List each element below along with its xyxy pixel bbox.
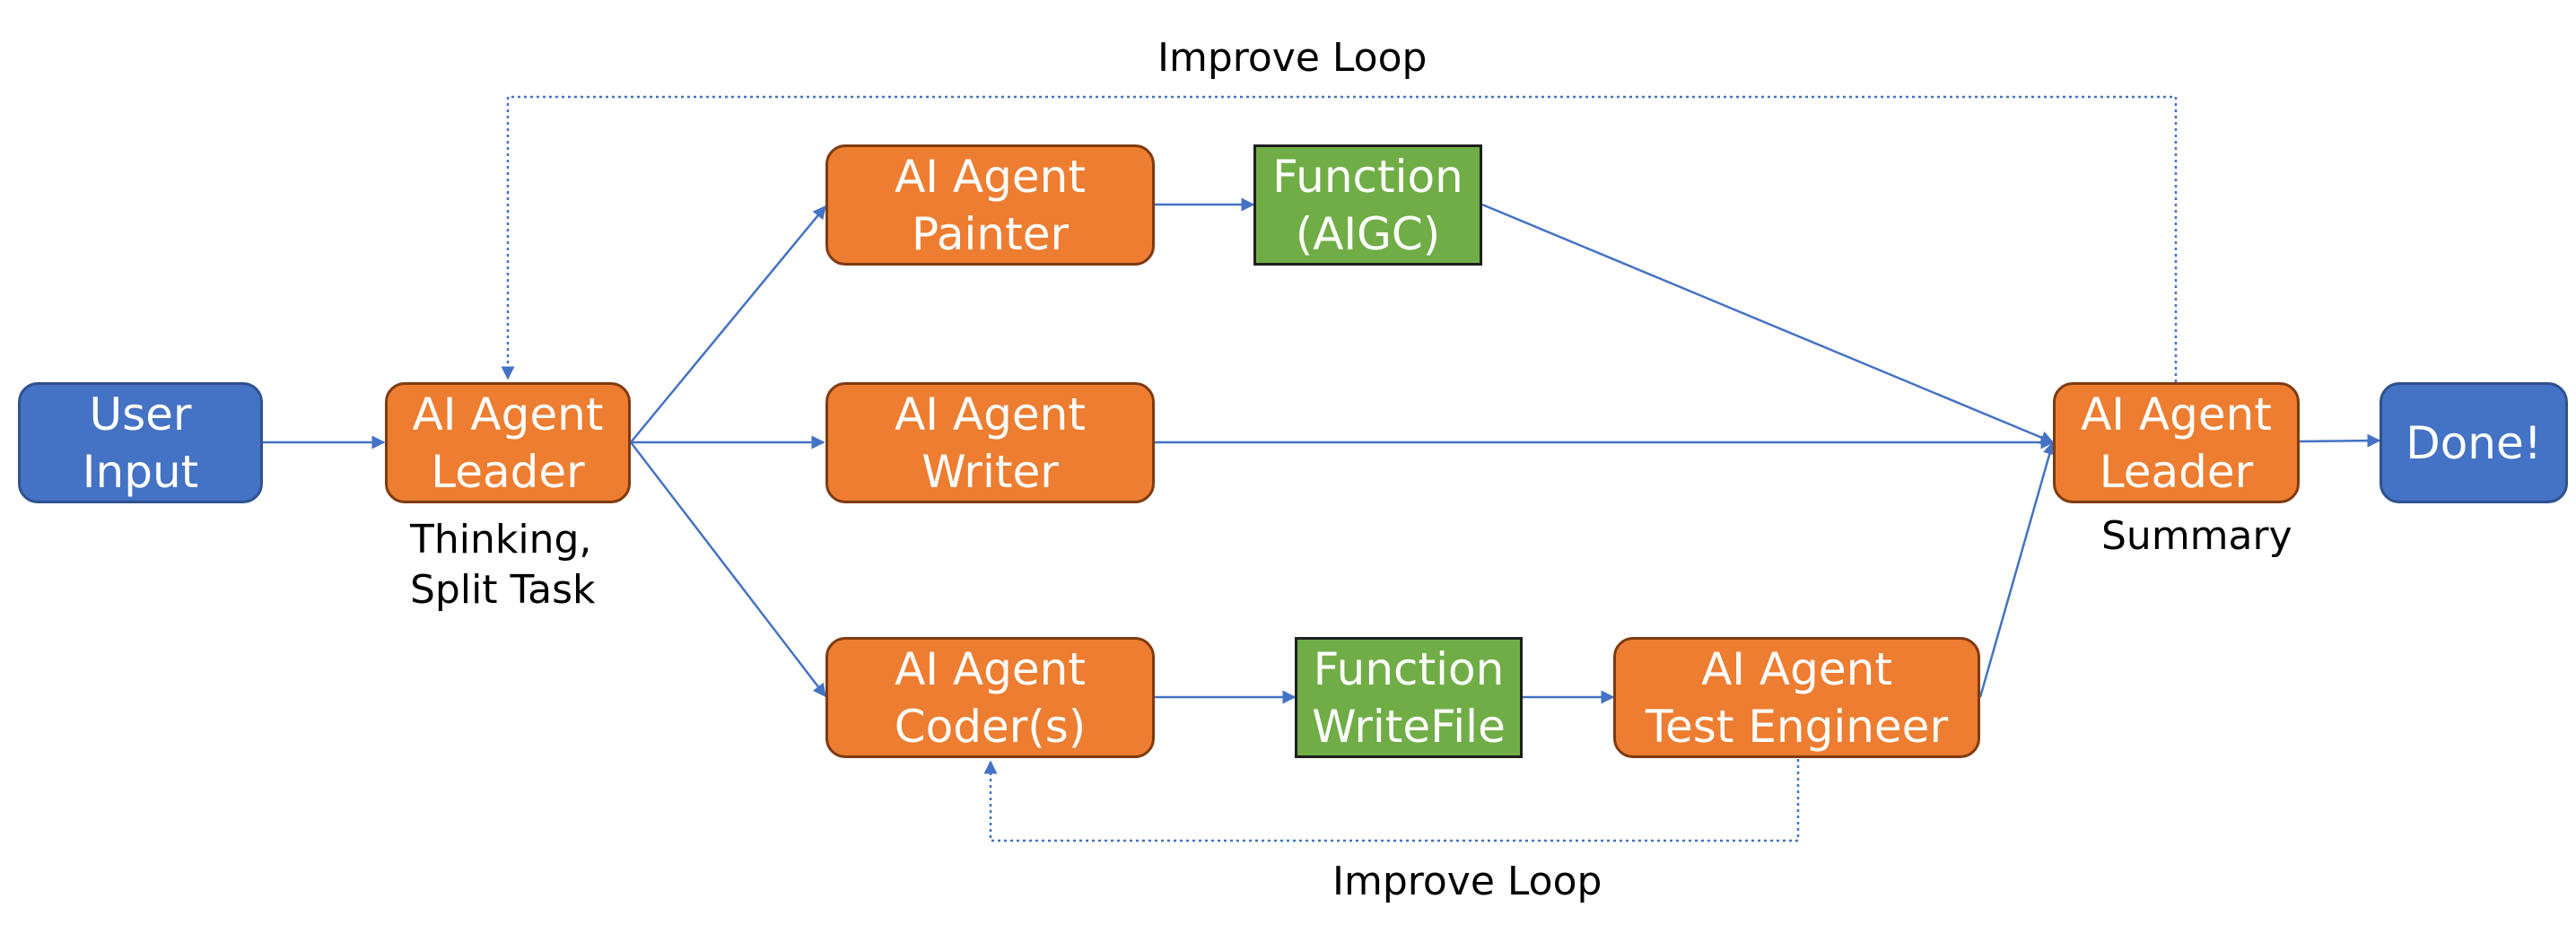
edge-tester-to-leader-end: [1978, 441, 2056, 698]
writer-node: AI Agent Writer: [825, 382, 1155, 503]
done-label: Done!: [2406, 416, 2542, 469]
leader-start-label-line-1: AI Agent: [412, 388, 604, 441]
painter-label-line-2: Painter: [911, 207, 1070, 260]
leader-start-node: AI Agent Leader: [385, 382, 631, 503]
bottom-improve-loop-label: Improve Loop: [1332, 859, 1602, 904]
edge-leader-to-painter: [630, 205, 826, 443]
bottom-improve-loop-path: [983, 759, 1800, 842]
coders-node: AI Agent Coder(s): [825, 637, 1155, 758]
leader-end-node: AI Agent Leader: [2053, 382, 2300, 503]
writer-label-line-2: Writer: [921, 445, 1059, 498]
painter-label-line-1: AI Agent: [895, 150, 1086, 203]
test-engineer-label-line-1: AI Agent: [1701, 642, 1892, 695]
function-aigc-label-line-1: Function: [1272, 150, 1463, 203]
function-writefile-label-line-2: WriteFile: [1312, 700, 1506, 753]
done-node: Done!: [2380, 382, 2568, 503]
user-input-node: User Input: [18, 382, 263, 503]
function-writefile-label-line-1: Function: [1313, 642, 1505, 695]
leader-start-caption-line-1: Thinking,: [410, 517, 592, 563]
user-input-label-line-2: Input: [82, 445, 199, 498]
test-engineer-node: AI Agent Test Engineer: [1613, 637, 1980, 758]
function-aigc-label-line-2: (AIGC): [1295, 207, 1441, 260]
coders-label-line-1: AI Agent: [895, 642, 1086, 695]
coders-label-line-2: Coder(s): [894, 700, 1087, 753]
function-writefile-node: Function WriteFile: [1295, 637, 1523, 758]
function-aigc-node: Function (AIGC): [1253, 144, 1482, 266]
user-input-label-line-1: User: [89, 388, 192, 441]
leader-start-label-line-2: Leader: [431, 445, 585, 498]
top-improve-loop-label: Improve Loop: [1157, 35, 1428, 81]
leader-end-caption: Summary: [2101, 513, 2292, 559]
writer-label-line-1: AI Agent: [895, 388, 1086, 441]
edge-leader-to-coders: [630, 441, 826, 698]
edge-aigc-to-leader-end: [1481, 203, 2055, 444]
leader-end-label-line-1: AI Agent: [2081, 388, 2272, 441]
painter-node: AI Agent Painter: [825, 144, 1155, 266]
top-improve-loop-path: [501, 95, 2178, 382]
test-engineer-label-line-2: Test Engineer: [1645, 700, 1949, 753]
leader-start-caption-line-2: Split Task: [410, 567, 596, 613]
leader-end-label-line-2: Leader: [2099, 445, 2254, 498]
